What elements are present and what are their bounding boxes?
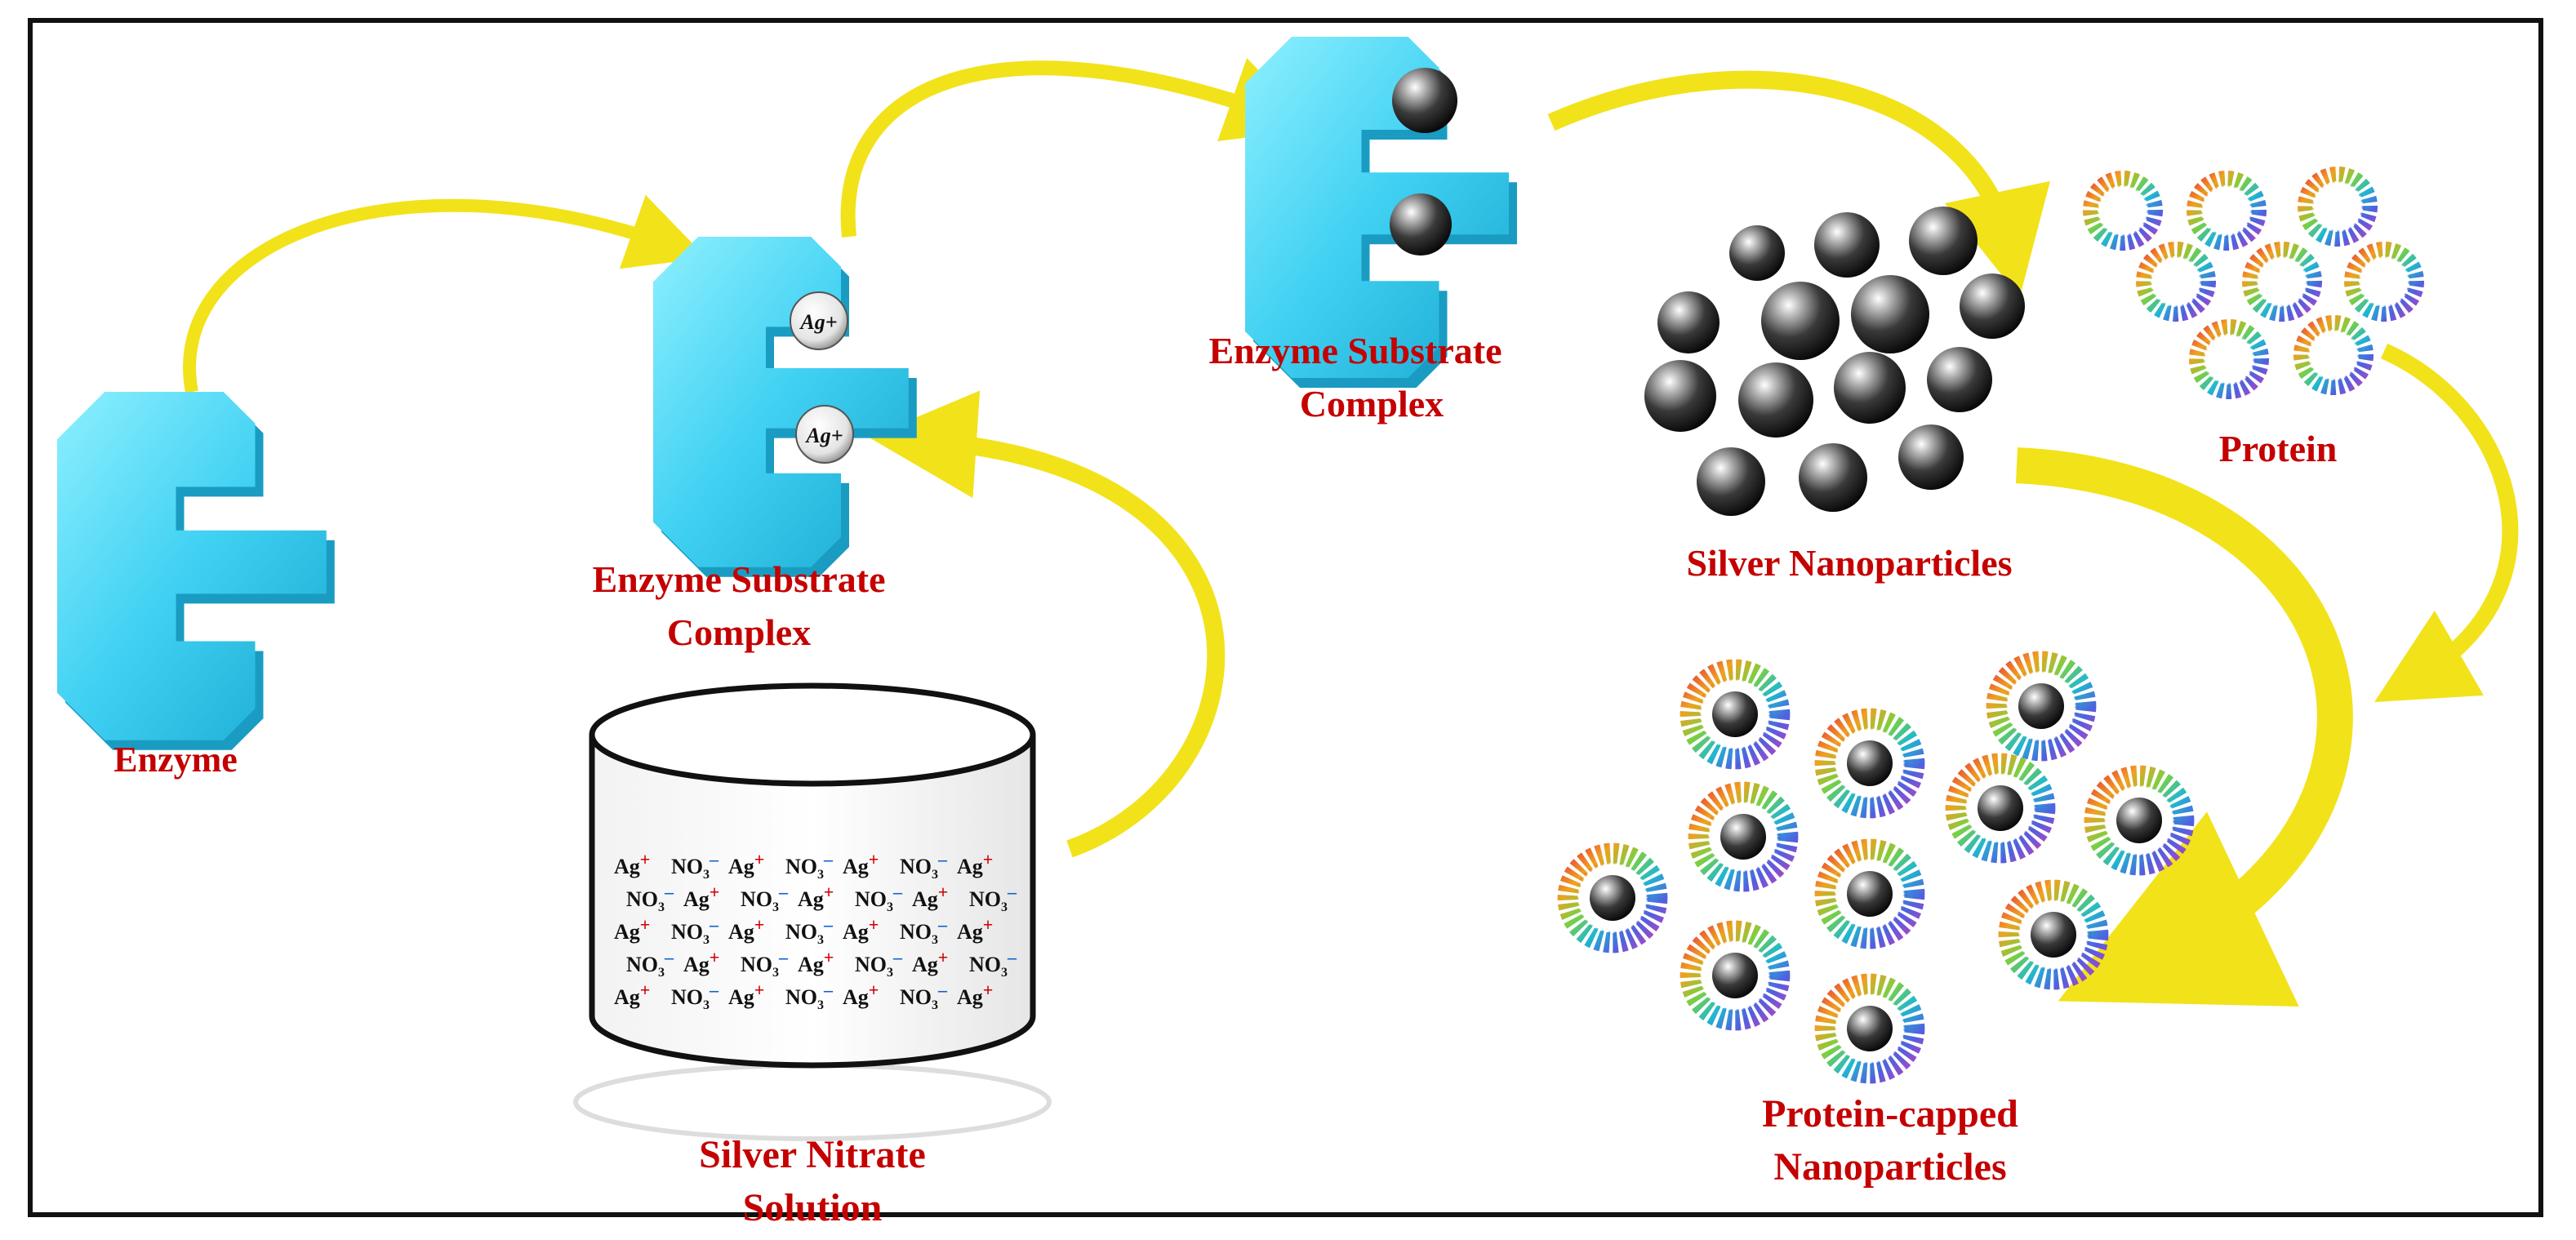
protein-ring-icon <box>2344 242 2424 322</box>
label-complex-2-line1: Enzyme Substrate <box>1208 330 1502 371</box>
solution-ion: NO3– <box>900 980 948 1012</box>
solution-ion: NO3– <box>671 849 719 882</box>
silver-nanoparticle-icon <box>1927 347 1992 412</box>
protein-capped-nanoparticle-icon <box>1814 838 1925 949</box>
label-complex-1-line1: Enzyme Substrate <box>592 558 885 600</box>
protein-capped-nanoparticle-icon <box>1945 753 2056 864</box>
protein-capped-nanoparticle-icon <box>1557 842 1668 953</box>
silver-nitrate-beaker: Ag+NO3–Ag+NO3–Ag+NO3–Ag+NO3–Ag+NO3–Ag+NO… <box>573 682 1052 1141</box>
solution-ions: Ag+NO3–Ag+NO3–Ag+NO3–Ag+NO3–Ag+NO3–Ag+NO… <box>614 849 1017 1012</box>
silver-nanoparticles-cluster <box>1644 207 2025 516</box>
protein-capped-nanoparticle-icon <box>1688 781 1799 892</box>
enzyme-complex-icon-2 <box>1245 37 1517 388</box>
protein-capped-nanoparticle-icon <box>1680 659 1791 770</box>
arrow-complex-to-nanoparticles <box>1547 70 2050 298</box>
silver-nanoparticle-icon <box>1799 443 1867 512</box>
figure-border <box>28 18 2543 1217</box>
enzyme-complex-icon-1 <box>653 237 917 577</box>
arrow-nanoparticles-to-capped <box>2015 447 2353 1007</box>
protein-ring-icon <box>2293 315 2374 395</box>
silver-nanoparticle-icon <box>1834 352 1906 424</box>
label-enzyme: Enzyme <box>113 740 238 780</box>
protein-capped-nanoparticle-icon <box>1986 651 2097 762</box>
silver-nanoparticle-icon <box>1909 207 1978 275</box>
protein-capped-nanoparticle-icon <box>2084 765 2195 876</box>
silver-nanoparticle-icon <box>1657 291 1720 353</box>
silver-ion-label: Ag+ <box>804 424 843 447</box>
solution-ion: NO3– <box>785 980 834 1012</box>
protein-capped-nanoparticle-icon <box>1814 973 1925 1084</box>
arrow-enzyme-to-complex <box>183 194 707 393</box>
label-silver-nitrate-line2: Solution <box>743 1186 883 1229</box>
silver-ion-substrate-top: Ag+ <box>790 291 848 350</box>
bound-nanoparticle-icon <box>1392 68 1457 133</box>
silver-nanoparticle-icon <box>1761 282 1840 360</box>
silver-nanoparticle-icon <box>1851 275 1929 353</box>
label-complex-1-line2: Complex <box>667 611 811 653</box>
protein-capped-nanoparticle-icon <box>1814 708 1925 819</box>
silver-nanoparticle-icon <box>1960 273 2025 339</box>
label-silver-nanoparticles: Silver Nanoparticles <box>1686 542 2012 584</box>
label-complex-2-line2: Complex <box>1300 383 1444 424</box>
label-capped-line1: Protein-capped <box>1762 1092 2018 1136</box>
protein-capped-nanoparticles-cluster <box>1557 651 2195 1084</box>
arrow-protein-to-capped <box>2374 343 2519 703</box>
silver-nanoparticle-icon <box>1729 225 1785 281</box>
silver-ion-label: Ag+ <box>799 310 837 334</box>
silver-nanoparticle-icon <box>1644 360 1716 432</box>
protein-capped-nanoparticle-icon <box>1680 920 1791 1031</box>
label-capped-line2: Nanoparticles <box>1773 1145 2006 1189</box>
silver-nanoparticle-icon <box>1697 447 1765 516</box>
protein-ring-icon <box>2242 242 2322 322</box>
label-silver-nitrate-line1: Silver Nitrate <box>699 1133 926 1176</box>
protein-ring-icon <box>2083 171 2163 251</box>
silver-ion-substrate-bottom: Ag+ <box>795 405 854 464</box>
protein-cluster <box>2083 167 2424 399</box>
protein-ring-icon <box>2189 319 2269 399</box>
label-protein: Protein <box>2219 428 2338 469</box>
bound-nanoparticle-icon <box>1390 193 1452 256</box>
arrow-complex-to-complex <box>840 58 1315 238</box>
arrow-solution-to-complex <box>869 390 1226 858</box>
silver-nanoparticle-icon <box>1814 212 1880 278</box>
silver-nanoparticle-icon <box>1898 424 1964 490</box>
silver-nanoparticle-icon <box>1738 362 1813 438</box>
protein-ring-icon <box>2298 167 2378 247</box>
protein-capped-nanoparticle-icon <box>1998 879 2109 990</box>
solution-ion: Ag+ <box>683 947 719 976</box>
protein-ring-icon <box>2187 171 2267 251</box>
protein-ring-icon <box>2136 242 2216 322</box>
enzyme-icon <box>57 392 335 750</box>
